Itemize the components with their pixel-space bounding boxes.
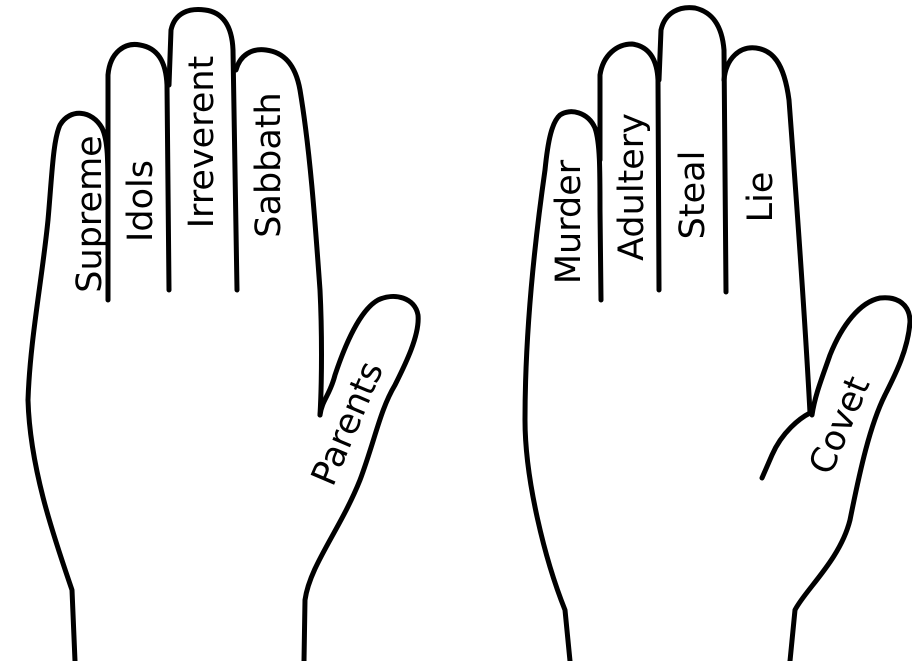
label-covet: Covet: [802, 371, 879, 480]
left-hand: [25, 7, 421, 661]
label-murder: Murder: [549, 159, 589, 284]
label-lie: Lie: [741, 172, 781, 223]
left-hand-outline: [25, 110, 111, 661]
right-finger-lie-outline: [721, 45, 813, 416]
right-thumb-outer-outline: [787, 295, 912, 661]
right-finger-adultery-outline: [597, 41, 662, 293]
right-thumb-outline: [759, 410, 813, 481]
right-hand: [522, 5, 912, 661]
right-hand-outline: [522, 109, 604, 661]
right-finger-steal-outline: [656, 5, 729, 295]
label-idols: Idols: [121, 160, 161, 242]
label-supreme: Supreme: [70, 135, 110, 292]
label-irreverent: Irreverent: [182, 56, 222, 229]
left-finger-sabbath-outline: [233, 47, 324, 418]
left-finger-irreverent-outline: [166, 7, 240, 293]
label-steal: Steal: [673, 151, 713, 240]
label-sabbath: Sabbath: [249, 92, 289, 237]
label-adultery: Adultery: [612, 113, 652, 261]
left-thumb-outline: [301, 294, 421, 661]
left-finger-idols-outline: [105, 41, 172, 293]
